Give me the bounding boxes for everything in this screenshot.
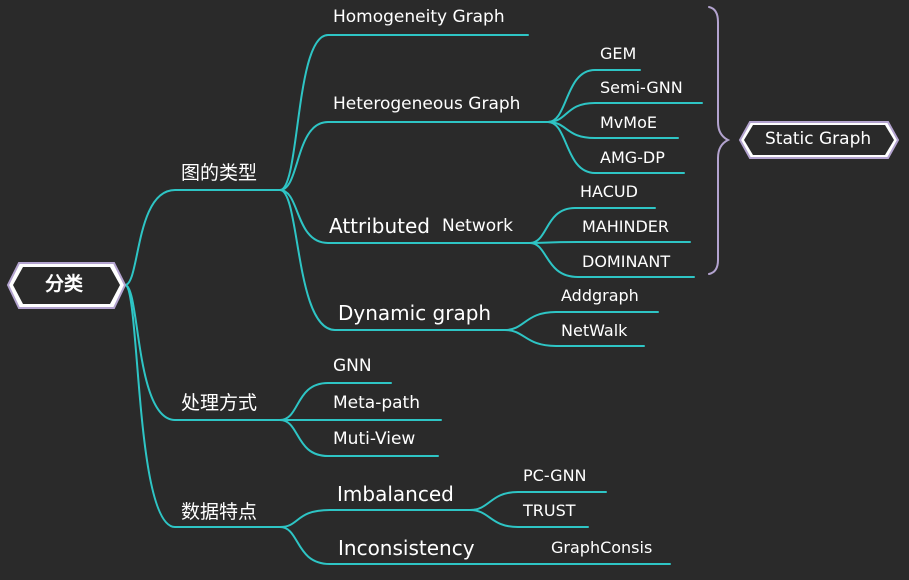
group-graph-type[interactable]: 图的类型 [181, 162, 258, 184]
edge-semi-gnn [547, 102, 703, 123]
node-network[interactable]: Network [442, 216, 513, 236]
edge-dominant [529, 242, 695, 278]
edge-hacud [529, 207, 656, 244]
summary-bracket [708, 6, 731, 275]
node-homogeneity-graph[interactable]: Homogeneity Graph [333, 7, 505, 27]
leaf-netwalk[interactable]: NetWalk [561, 321, 628, 340]
node-gnn[interactable]: GNN [333, 356, 372, 376]
node-muti-view[interactable]: Muti-View [333, 429, 416, 449]
leaf-addgraph[interactable]: Addgraph [561, 286, 639, 305]
node-meta-path[interactable]: Meta-path [333, 393, 420, 413]
edge-homogeneity [279, 34, 529, 191]
edge-root-group-processing [124, 284, 281, 421]
edge-imbalanced [279, 509, 471, 528]
edge-heterogeneous [279, 121, 549, 191]
edge-inconsistency [279, 526, 671, 565]
leaf-mahinder[interactable]: MAHINDER [582, 217, 670, 236]
edge-netwalk [504, 329, 645, 347]
edge-mahinder [529, 241, 691, 244]
root-node-label[interactable]: 分类 [45, 273, 84, 295]
edge-trust [469, 509, 589, 528]
leaf-amg-dp[interactable]: AMG-DP [600, 148, 665, 167]
edge-amg-dp [547, 121, 685, 174]
edge-pc-gnn [469, 491, 607, 511]
leaf-graphconsis[interactable]: GraphConsis [551, 538, 653, 557]
leaf-mvmoe[interactable]: MvMoE [600, 113, 657, 132]
summary-static-graph-label[interactable]: Static Graph [765, 129, 872, 149]
edge-root-group-data-features [124, 284, 281, 528]
edge-root-group-graph-type [124, 189, 281, 286]
leaf-pc-gnn[interactable]: PC-GNN [523, 466, 587, 485]
edge-gem [547, 69, 641, 123]
leaf-hacud[interactable]: HACUD [580, 182, 638, 201]
edge-dynamic [279, 189, 506, 331]
edge-attributed [279, 189, 531, 244]
node-heterogeneous-graph[interactable]: Heterogeneous Graph [333, 94, 521, 114]
edge-muti-view [279, 419, 439, 457]
leaf-dominant[interactable]: DOMINANT [582, 252, 671, 271]
group-processing[interactable]: 处理方式 [181, 392, 258, 414]
leaf-gem[interactable]: GEM [600, 44, 637, 63]
edge-addgraph [504, 311, 659, 331]
edge-mvmoe [547, 121, 679, 139]
node-imbalanced[interactable]: Imbalanced [337, 482, 454, 506]
node-inconsistency[interactable]: Inconsistency [338, 536, 475, 560]
node-dynamic-graph[interactable]: Dynamic graph [338, 301, 492, 325]
node-attributed[interactable]: Attributed [329, 214, 431, 238]
leaf-trust[interactable]: TRUST [523, 501, 576, 520]
leaf-semi-gnn[interactable]: Semi-GNN [600, 78, 683, 97]
edge-gnn [279, 382, 392, 421]
group-data-features[interactable]: 数据特点 [181, 501, 258, 523]
